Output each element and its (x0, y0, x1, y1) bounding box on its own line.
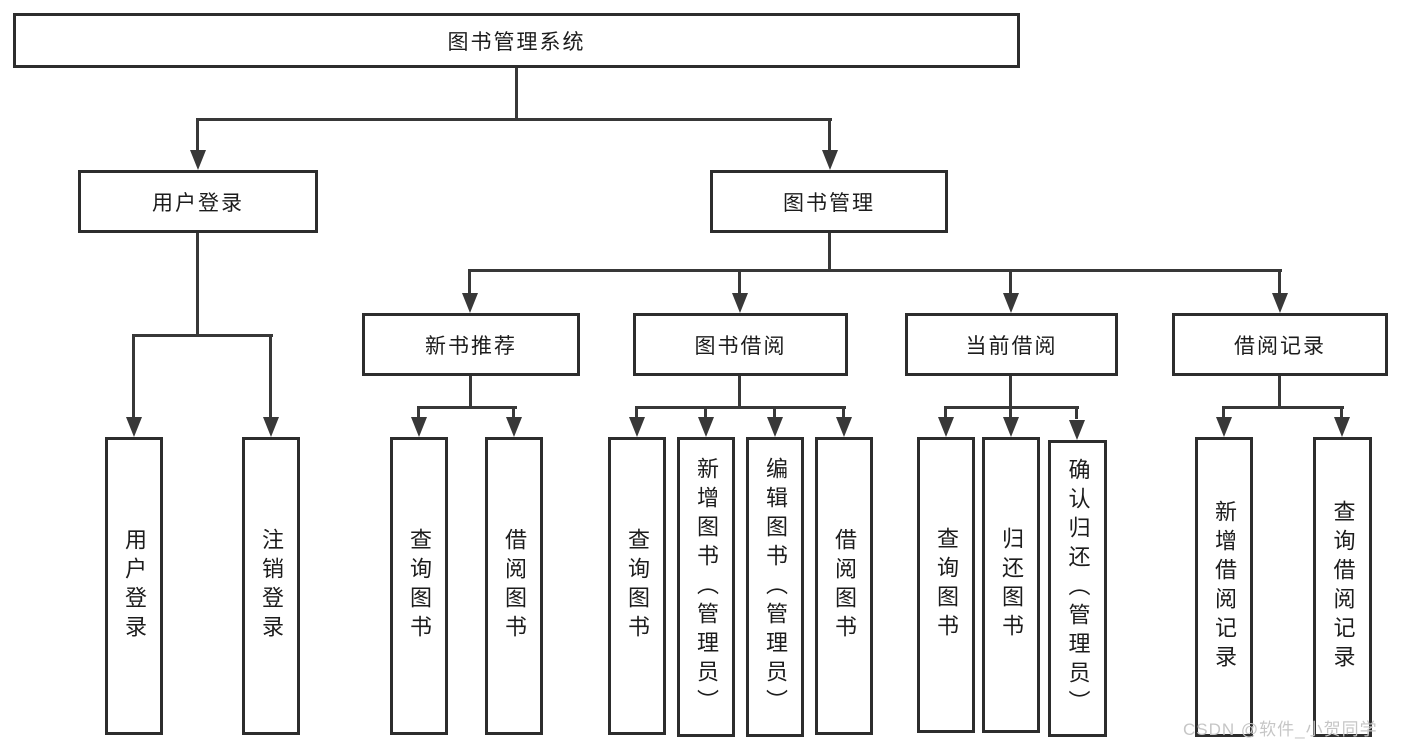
arrow-down-icon (822, 150, 838, 170)
leaf-query-borrow-record: 查询借阅记录 (1313, 437, 1372, 737)
connector (842, 406, 845, 419)
arrow-down-icon (1069, 420, 1085, 440)
leaf-confirm-return-admin: 确认归还（管理员） (1048, 440, 1107, 737)
connector (417, 406, 420, 419)
connector (132, 334, 273, 337)
leaf-edit-books-admin: 编辑图书（管理员） (746, 437, 804, 737)
arrow-down-icon (1003, 417, 1019, 437)
leaf-query-books-current: 查询图书 (917, 437, 975, 733)
arrow-down-icon (462, 293, 478, 313)
connector (132, 334, 135, 419)
leaf-add-borrow-record: 新增借阅记录 (1195, 437, 1253, 737)
arrow-down-icon (190, 150, 206, 170)
node-borrow-record: 借阅记录 (1172, 313, 1388, 376)
leaf-logout: 注销登录 (242, 437, 300, 735)
connector (196, 118, 832, 121)
arrow-down-icon (126, 417, 142, 437)
connector (738, 376, 741, 409)
connector (418, 406, 517, 409)
arrow-down-icon (263, 417, 279, 437)
arrow-down-icon (698, 417, 714, 437)
arrow-down-icon (732, 293, 748, 313)
connector (1009, 406, 1012, 419)
node-book-borrow: 图书借阅 (633, 313, 848, 376)
connector (1222, 406, 1344, 409)
connector (1009, 376, 1012, 409)
watermark: CSDN @软件_小贺同学 (1183, 720, 1378, 739)
connector (469, 376, 472, 409)
node-root: 图书管理系统 (13, 13, 1020, 68)
connector (269, 334, 272, 419)
connector (828, 233, 831, 272)
connector (468, 269, 471, 295)
connector (738, 269, 741, 295)
arrow-down-icon (767, 417, 783, 437)
arrow-down-icon (411, 417, 427, 437)
node-new-book-recommend: 新书推荐 (362, 313, 580, 376)
connector (196, 118, 199, 152)
connector (1278, 269, 1281, 295)
arrow-down-icon (629, 417, 645, 437)
leaf-user-login: 用户登录 (105, 437, 163, 735)
connector (704, 406, 707, 419)
node-current-borrow: 当前借阅 (905, 313, 1118, 376)
leaf-borrow-books-recommend: 借阅图书 (485, 437, 543, 735)
connector (635, 406, 638, 419)
leaf-borrow-books: 借阅图书 (815, 437, 873, 735)
arrow-down-icon (1216, 417, 1232, 437)
arrow-down-icon (938, 417, 954, 437)
connector (1222, 406, 1225, 419)
connector (469, 269, 1282, 272)
connector (1075, 406, 1078, 419)
connector (828, 118, 831, 152)
connector (515, 68, 518, 120)
connector (636, 406, 846, 409)
leaf-query-books-borrow: 查询图书 (608, 437, 666, 735)
connector (1278, 376, 1281, 409)
arrow-down-icon (1272, 293, 1288, 313)
connector (1340, 406, 1343, 419)
leaf-return-books: 归还图书 (982, 437, 1040, 733)
connector (512, 406, 515, 419)
leaf-add-books-admin: 新增图书（管理员） (677, 437, 735, 737)
connector (944, 406, 947, 419)
arrow-down-icon (1334, 417, 1350, 437)
arrow-down-icon (506, 417, 522, 437)
arrow-down-icon (1003, 293, 1019, 313)
node-book-management: 图书管理 (710, 170, 948, 233)
connector (773, 406, 776, 419)
connector (196, 233, 199, 337)
connector (1009, 269, 1012, 295)
arrow-down-icon (836, 417, 852, 437)
node-user-login: 用户登录 (78, 170, 318, 233)
leaf-query-books-recommend: 查询图书 (390, 437, 448, 735)
